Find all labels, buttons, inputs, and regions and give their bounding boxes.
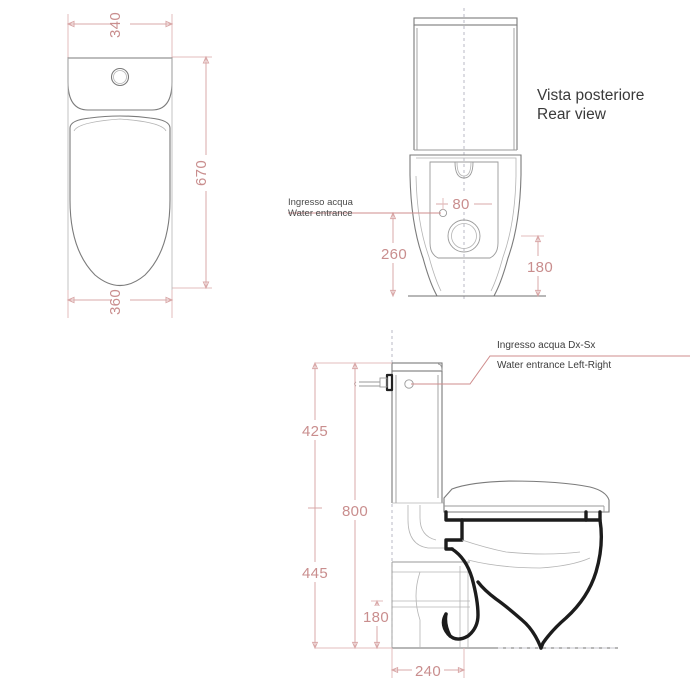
side-view: Ingresso acqua Dx-Sx Water entrance Left…: [300, 330, 690, 680]
side-dimension-425: 425: [300, 361, 330, 510]
side-dimension-180: 180: [361, 599, 391, 650]
side-cistern: [391, 362, 443, 503]
side-bowl-rim: [444, 510, 602, 551]
side-internal-hidden-lines: [392, 502, 470, 648]
side-dim-180-label: 180: [363, 609, 389, 626]
rear-water-entrance-annotation: Ingresso acqua Water entrance: [288, 197, 441, 219]
side-dim-800-label: 800: [342, 503, 368, 520]
rear-dim-180-label: 180: [527, 259, 553, 276]
rear-dim-80-label: 80: [452, 196, 469, 213]
rear-dim-260-label: 260: [381, 246, 407, 263]
plan-dim-360-label: 360: [107, 289, 124, 315]
rear-dimension-180: 180: [521, 234, 554, 298]
side-base-block: [391, 561, 470, 648]
plan-dim-670-label: 670: [193, 160, 210, 186]
side-note-en: Water entrance Left-Right: [497, 360, 611, 371]
rear-cistern: [413, 17, 518, 151]
side-dimension-445: 445: [300, 510, 330, 650]
rear-dimension-80: 80: [436, 194, 492, 213]
rear-view-title: Vista posteriore Rear view: [537, 87, 644, 123]
side-dimension-240: 240: [390, 648, 466, 680]
plan-bowl-outline: [69, 115, 171, 287]
side-inlet-valve-icon: [354, 373, 394, 392]
side-note-it: Ingresso acqua Dx-Sx: [497, 340, 595, 351]
rear-view-title-it: Vista posteriore: [537, 87, 644, 104]
side-bowl-section: [441, 518, 604, 650]
rear-dimension-260: 260: [380, 211, 408, 298]
rear-note-en: Water entrance: [288, 208, 353, 219]
rear-note-it: Ingresso acqua: [288, 197, 354, 208]
side-dim-240-label: 240: [415, 663, 441, 680]
side-water-entrance-annotation: Ingresso acqua Dx-Sx Water entrance Left…: [411, 340, 690, 385]
side-bowl-inner-contours: [461, 539, 591, 569]
plan-cistern-lid: [67, 57, 173, 290]
side-extension-lines: [315, 362, 392, 649]
rear-view-title-en: Rear view: [537, 106, 607, 123]
plan-flush-button-icon: [110, 67, 130, 87]
side-dim-445-label: 445: [302, 565, 328, 582]
plan-dimension-360: 360: [66, 286, 174, 318]
plan-dimension-670: 670: [193, 55, 215, 290]
rear-waste-outlet-icon: [447, 219, 481, 253]
plan-extension-lines: [67, 14, 212, 318]
rear-view: 80 260 180 Ingresso acqua Water entrance: [288, 8, 644, 300]
side-dim-425-label: 425: [302, 423, 328, 440]
rear-recess-panel: [429, 161, 499, 259]
side-seat-lid: [443, 480, 610, 513]
plan-view: 340 670 360: [66, 8, 215, 318]
plan-dim-340-label: 340: [107, 12, 124, 38]
plan-dimension-340: 340: [66, 8, 174, 41]
side-dimension-800: 800: [340, 361, 370, 650]
